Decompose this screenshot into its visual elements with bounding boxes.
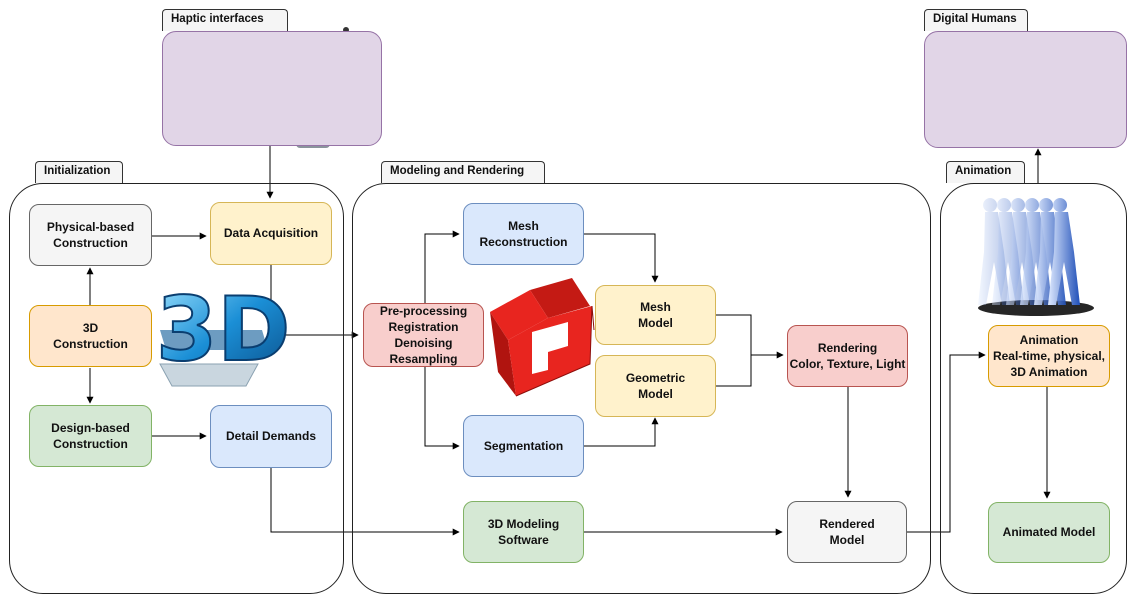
- edge-detail-to-software: [270, 468, 460, 536]
- edge-rendered-to-animation: [907, 351, 986, 533]
- edge-geo-to-rendering: [716, 355, 752, 387]
- rendered-model-node: Rendered Model: [787, 501, 907, 563]
- 3d-construction-node: 3D Construction: [29, 305, 152, 367]
- preprocessing-node: Pre-processing Registration Denoising Re…: [363, 303, 484, 367]
- design-construction-node: Design-based Construction: [29, 405, 152, 467]
- modeling-rendering-group: [352, 183, 931, 594]
- data-acquisition-node: Data Acquisition: [210, 202, 332, 265]
- edge-pre-to-mesh: [424, 230, 460, 303]
- animation-group: [940, 183, 1127, 594]
- digital-humans-tab: Digital Humans: [924, 9, 1028, 31]
- edge-pre-to-seg: [424, 367, 460, 450]
- animation-tab: Animation: [946, 161, 1025, 183]
- initialization-group: [9, 183, 344, 594]
- detail-demands-node: Detail Demands: [210, 405, 332, 468]
- digital-humans-panel: [924, 31, 1127, 148]
- modeling-rendering-tab: Modeling and Rendering: [381, 161, 545, 183]
- edge-meshrec-to-meshmodel: [584, 233, 659, 283]
- physical-construction-node: Physical-based Construction: [29, 204, 152, 266]
- edge-data-to-preprocessing: [270, 265, 359, 339]
- haptic-interfaces-tab: Haptic interfaces: [162, 9, 288, 31]
- haptic-interfaces-panel: [162, 31, 382, 146]
- mesh-reconstruction-node: Mesh Reconstruction: [463, 203, 584, 265]
- initialization-tab: Initialization: [35, 161, 123, 183]
- animated-model-node: Animated Model: [988, 502, 1110, 563]
- geometric-model-node: Geometric Model: [595, 355, 716, 417]
- edge-seg-to-geometric: [584, 417, 659, 447]
- mesh-model-node: Mesh Model: [595, 285, 716, 345]
- sketchup-logo-icon: [490, 278, 595, 397]
- 3d-logo-icon: 3D: [155, 277, 291, 387]
- edge-mesh-to-rendering: [716, 314, 752, 355]
- animation-node: Animation Real-time, physical, 3D Animat…: [988, 325, 1110, 387]
- walking-figures-icon: [978, 198, 1094, 316]
- segmentation-node: Segmentation: [463, 415, 584, 477]
- rendering-node: Rendering Color, Texture, Light: [787, 325, 908, 387]
- 3d-modeling-software-node: 3D Modeling Software: [463, 501, 584, 563]
